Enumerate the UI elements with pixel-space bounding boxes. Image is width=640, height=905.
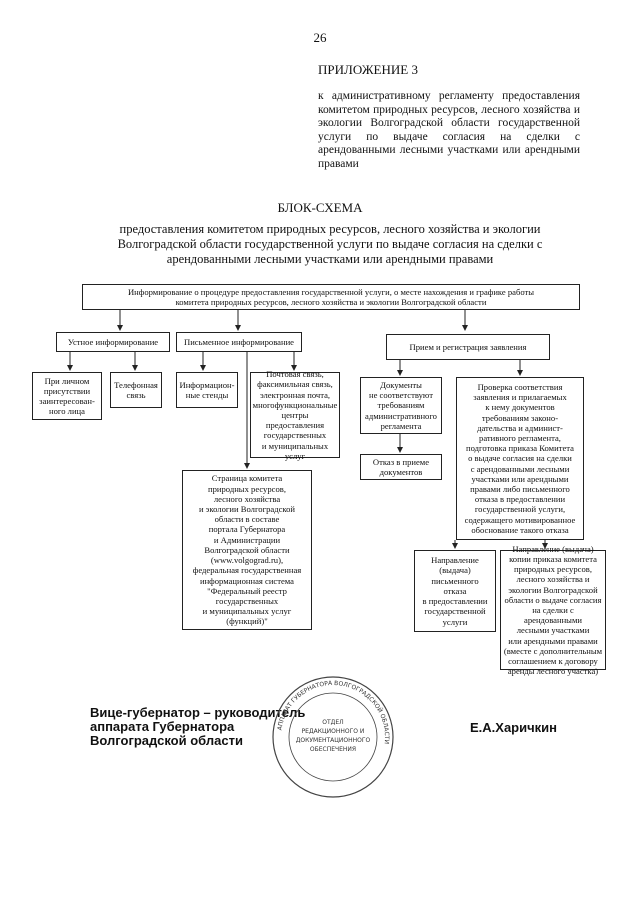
refusal-box: Отказ в приеме документов [360, 454, 442, 480]
appendix-title: ПРИЛОЖЕНИЕ 3 [318, 62, 418, 77]
svg-text:ОБЕСПЕЧЕНИЯ: ОБЕСПЕЧЕНИЯ [310, 746, 356, 753]
svg-text:ДОКУМЕНТАЦИОННОГО: ДОКУМЕНТАЦИОННОГО [296, 737, 371, 744]
phone-box: Телефонная связь [110, 372, 162, 408]
reception-box: Прием и регистрация заявления [386, 334, 550, 360]
order-issue-box: Направление (выдача) копии приказа комит… [500, 544, 606, 676]
stands-box: Информацион- ные стенды [176, 372, 238, 408]
refusal-issue-box: Направление (выдача) письменного отказа … [414, 550, 496, 632]
scheme-title: БЛОК-СХЕМА [277, 200, 363, 215]
svg-text:РЕДАКЦИОННОГО И: РЕДАКЦИОННОГО И [302, 728, 365, 735]
signatory-position: Вице-губернатор – руководитель аппарата … [90, 705, 306, 748]
signatory-name: Е.А.Харичкин [470, 720, 558, 735]
oral-info-box: Устное информирование [56, 332, 170, 352]
check-box: Проверка соответствия заявления и прилаг… [456, 377, 584, 540]
page-number: 26 [313, 30, 327, 45]
info-procedure-box: Информирование о процедуре предоставлени… [82, 284, 580, 310]
written-info-box: Письменное информирование [176, 332, 302, 352]
official-seal: АППАРАТ ГУБЕРНАТОРА ВОЛГОГРАДСКОЙ ОБЛАСТ… [272, 676, 394, 798]
docs-mismatch-box: Документы не соответствуют требованиям а… [360, 377, 442, 434]
appendix-text: к административному регламенту предостав… [318, 90, 580, 170]
svg-text:ОТДЕЛ: ОТДЕЛ [322, 719, 343, 726]
post-box: Почтовая связь, факсимильная связь, элек… [250, 369, 340, 461]
in-person-box: При личном присутствии заинтересован- но… [32, 372, 102, 420]
scheme-subtitle: предоставления комитетом природных ресур… [117, 222, 543, 266]
web-portal-box: Страница комитета природных ресурсов, ле… [182, 470, 312, 630]
